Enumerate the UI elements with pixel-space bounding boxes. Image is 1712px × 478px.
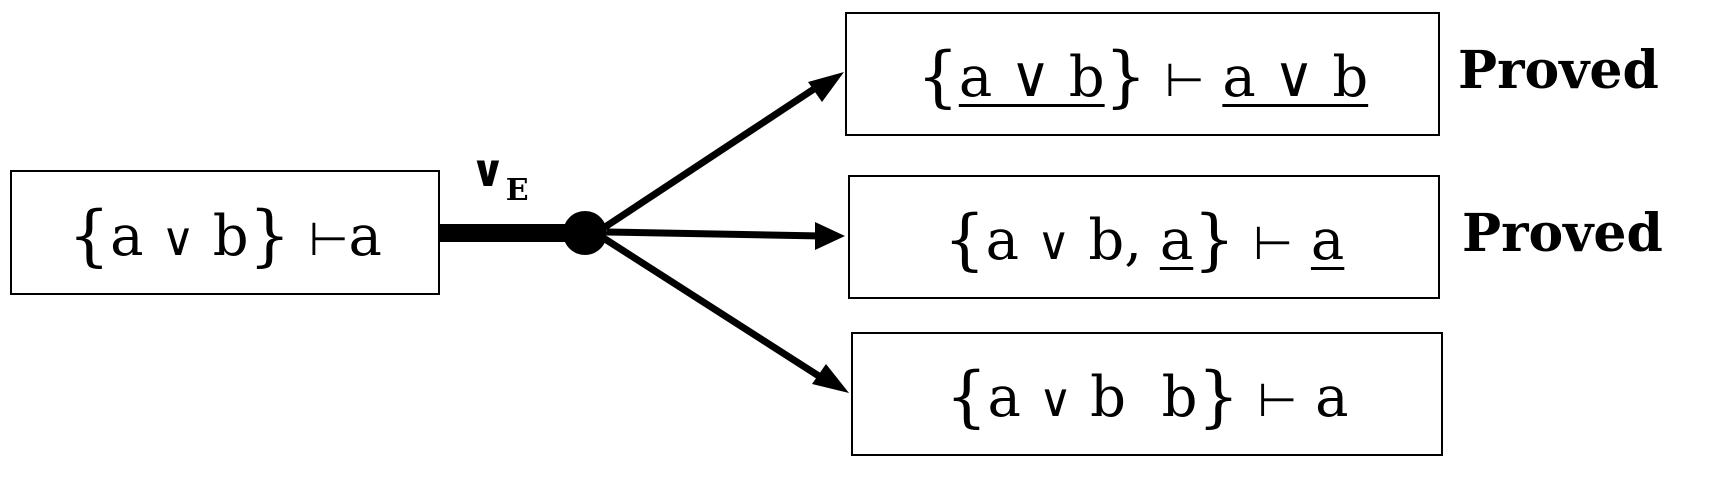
arrow-to-proved-middle [606, 228, 823, 240]
premise-b: b, [1088, 208, 1143, 273]
brace-open: { [916, 38, 959, 115]
premise-b: b [212, 203, 249, 269]
brace-open: { [68, 196, 111, 274]
premise-a: a [110, 203, 144, 269]
premise-a: a [987, 365, 1021, 430]
premise-a: a [985, 208, 1020, 273]
or-symbol: ∨ [1036, 216, 1071, 270]
premise-underlined: a ∨ b [958, 45, 1105, 110]
arrowhead-bottom [812, 364, 849, 393]
turnstile-symbol: ⊢ [1164, 53, 1205, 107]
arrowhead-middle [815, 222, 845, 250]
brace-close: } [248, 196, 291, 274]
child-sequent-2: {a ∨ b, a} ⊢ a [943, 201, 1345, 278]
root-sequent: {a ∨ b} ⊢a [68, 196, 382, 274]
status-proved-1: Proved [1458, 40, 1659, 101]
premise-b: b [1090, 365, 1126, 430]
turnstile-symbol: ⊢ [1257, 373, 1298, 427]
brace-close: } [1104, 38, 1147, 115]
premise-extra: b [1161, 365, 1198, 430]
root-sequent-box: {a ∨ b} ⊢a [10, 170, 440, 295]
goal-underlined: a ∨ b [1222, 45, 1369, 110]
goal-underlined: a [1310, 208, 1345, 273]
rule-label: ∨E [470, 150, 529, 206]
branch-node [563, 211, 607, 255]
goal: a [348, 203, 382, 269]
or-symbol: ∨ [161, 211, 195, 266]
child-sequent-box-3: {a ∨ b b} ⊢ a [851, 332, 1443, 456]
rule-subscript: E [505, 173, 529, 208]
brace-open: { [945, 358, 988, 435]
turnstile-symbol: ⊢ [1253, 216, 1294, 270]
turnstile-symbol: ⊢ [308, 211, 349, 266]
rule-symbol: ∨ [470, 146, 506, 197]
brace-close: } [1193, 201, 1236, 278]
premise-extra-underlined: a [1159, 208, 1194, 273]
brace-close: } [1197, 358, 1240, 435]
arrow-to-proved-left [603, 80, 825, 230]
goal: a [1315, 365, 1349, 430]
brace-open: { [943, 201, 986, 278]
or-symbol: ∨ [1038, 373, 1073, 427]
child-sequent-box-2: {a ∨ b, a} ⊢ a [848, 175, 1440, 299]
child-sequent-1: {a ∨ b} ⊢ a ∨ b [916, 38, 1369, 115]
child-sequent-3: {a ∨ b b} ⊢ a [945, 358, 1349, 435]
arrow-to-open-goal [603, 236, 827, 383]
child-sequent-box-1: {a ∨ b} ⊢ a ∨ b [845, 12, 1440, 136]
status-proved-2: Proved [1462, 203, 1663, 264]
arrowhead-top [808, 72, 844, 102]
